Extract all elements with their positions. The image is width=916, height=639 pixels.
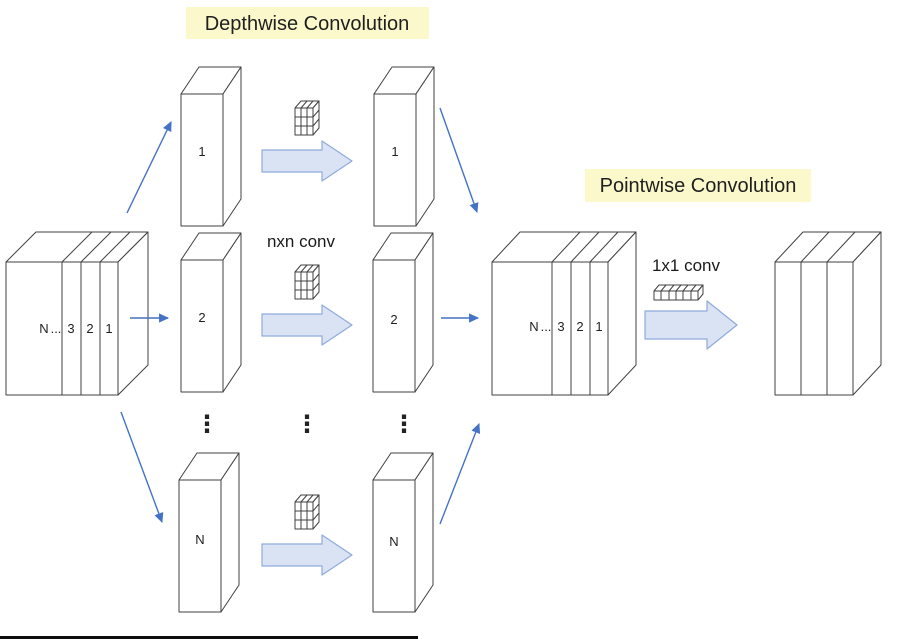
intermediate-slice-label-1: 1 <box>595 319 602 334</box>
dw-conv-arrow-1 <box>261 140 353 182</box>
dw-output-channel-2-label: 2 <box>390 312 397 327</box>
output-tensor-stack <box>774 231 882 396</box>
dw-kernel-icon-1 <box>294 100 320 136</box>
merge-arrow-n <box>439 423 481 525</box>
depthwise-title: Depthwise Convolution <box>186 7 429 39</box>
bottom-edge-bar <box>0 636 418 639</box>
dw-output-channel-n: N <box>372 452 434 613</box>
input-slice-label-n: N <box>39 321 48 336</box>
depthwise-kernel-label: nxn conv <box>267 232 336 251</box>
depthwise-title-highlight <box>186 7 429 39</box>
dw-input-channel-n: N <box>178 452 240 613</box>
ellipsis-input-column: ⋮ <box>195 410 219 438</box>
dw-conv-arrow-n <box>261 534 353 576</box>
pointwise-kernel-label: 1x1 conv <box>652 256 721 275</box>
depthwise-title-text: Depthwise Convolution <box>205 13 410 35</box>
pointwise-title-highlight <box>585 169 811 202</box>
split-arrow-1 <box>126 121 172 214</box>
merge-arrow-1 <box>439 107 479 213</box>
pointwise-title-text: Pointwise Convolution <box>600 175 797 197</box>
intermediate-tensor-stack: N ... 3 2 1 <box>491 231 637 396</box>
intermediate-slice-label-n: N <box>529 319 538 334</box>
dw-output-channel-n-label: N <box>389 534 398 549</box>
dw-input-channel-2-label: 2 <box>198 310 205 325</box>
input-slice-label-1: 1 <box>105 321 112 336</box>
merge-arrows <box>439 107 481 525</box>
input-slice-label-3: 3 <box>67 321 74 336</box>
intermediate-slice-label-2: 2 <box>576 319 583 334</box>
dw-input-channel-1-label: 1 <box>198 144 205 159</box>
dw-conv-arrow-2 <box>261 304 353 346</box>
input-tensor-stack: N ... 3 2 1 <box>5 231 149 396</box>
dw-kernel-icon-n <box>294 494 320 530</box>
ellipsis-kernel-column: ⋮ <box>295 410 319 438</box>
dw-input-channel-1: 1 <box>180 66 242 227</box>
pw-kernel-icon <box>653 284 704 301</box>
pw-conv-arrow <box>644 300 738 350</box>
dw-kernel-icon-2 <box>294 264 320 300</box>
dw-output-channel-1: 1 <box>373 66 435 227</box>
ellipsis-output-column: ⋮ <box>392 410 416 438</box>
dw-input-channel-2: 2 <box>180 232 242 393</box>
dw-output-channel-2: 2 <box>372 232 434 393</box>
split-arrow-n <box>120 411 164 523</box>
intermediate-slice-label-3: 3 <box>557 319 564 334</box>
intermediate-slice-label-dots: ... <box>541 319 552 334</box>
split-arrows <box>120 121 172 523</box>
input-slice-label-2: 2 <box>86 321 93 336</box>
input-slice-label-dots: ... <box>51 321 62 336</box>
dw-input-channel-n-label: N <box>195 532 204 547</box>
pointwise-title: Pointwise Convolution <box>585 169 811 202</box>
dw-output-channel-1-label: 1 <box>391 144 398 159</box>
